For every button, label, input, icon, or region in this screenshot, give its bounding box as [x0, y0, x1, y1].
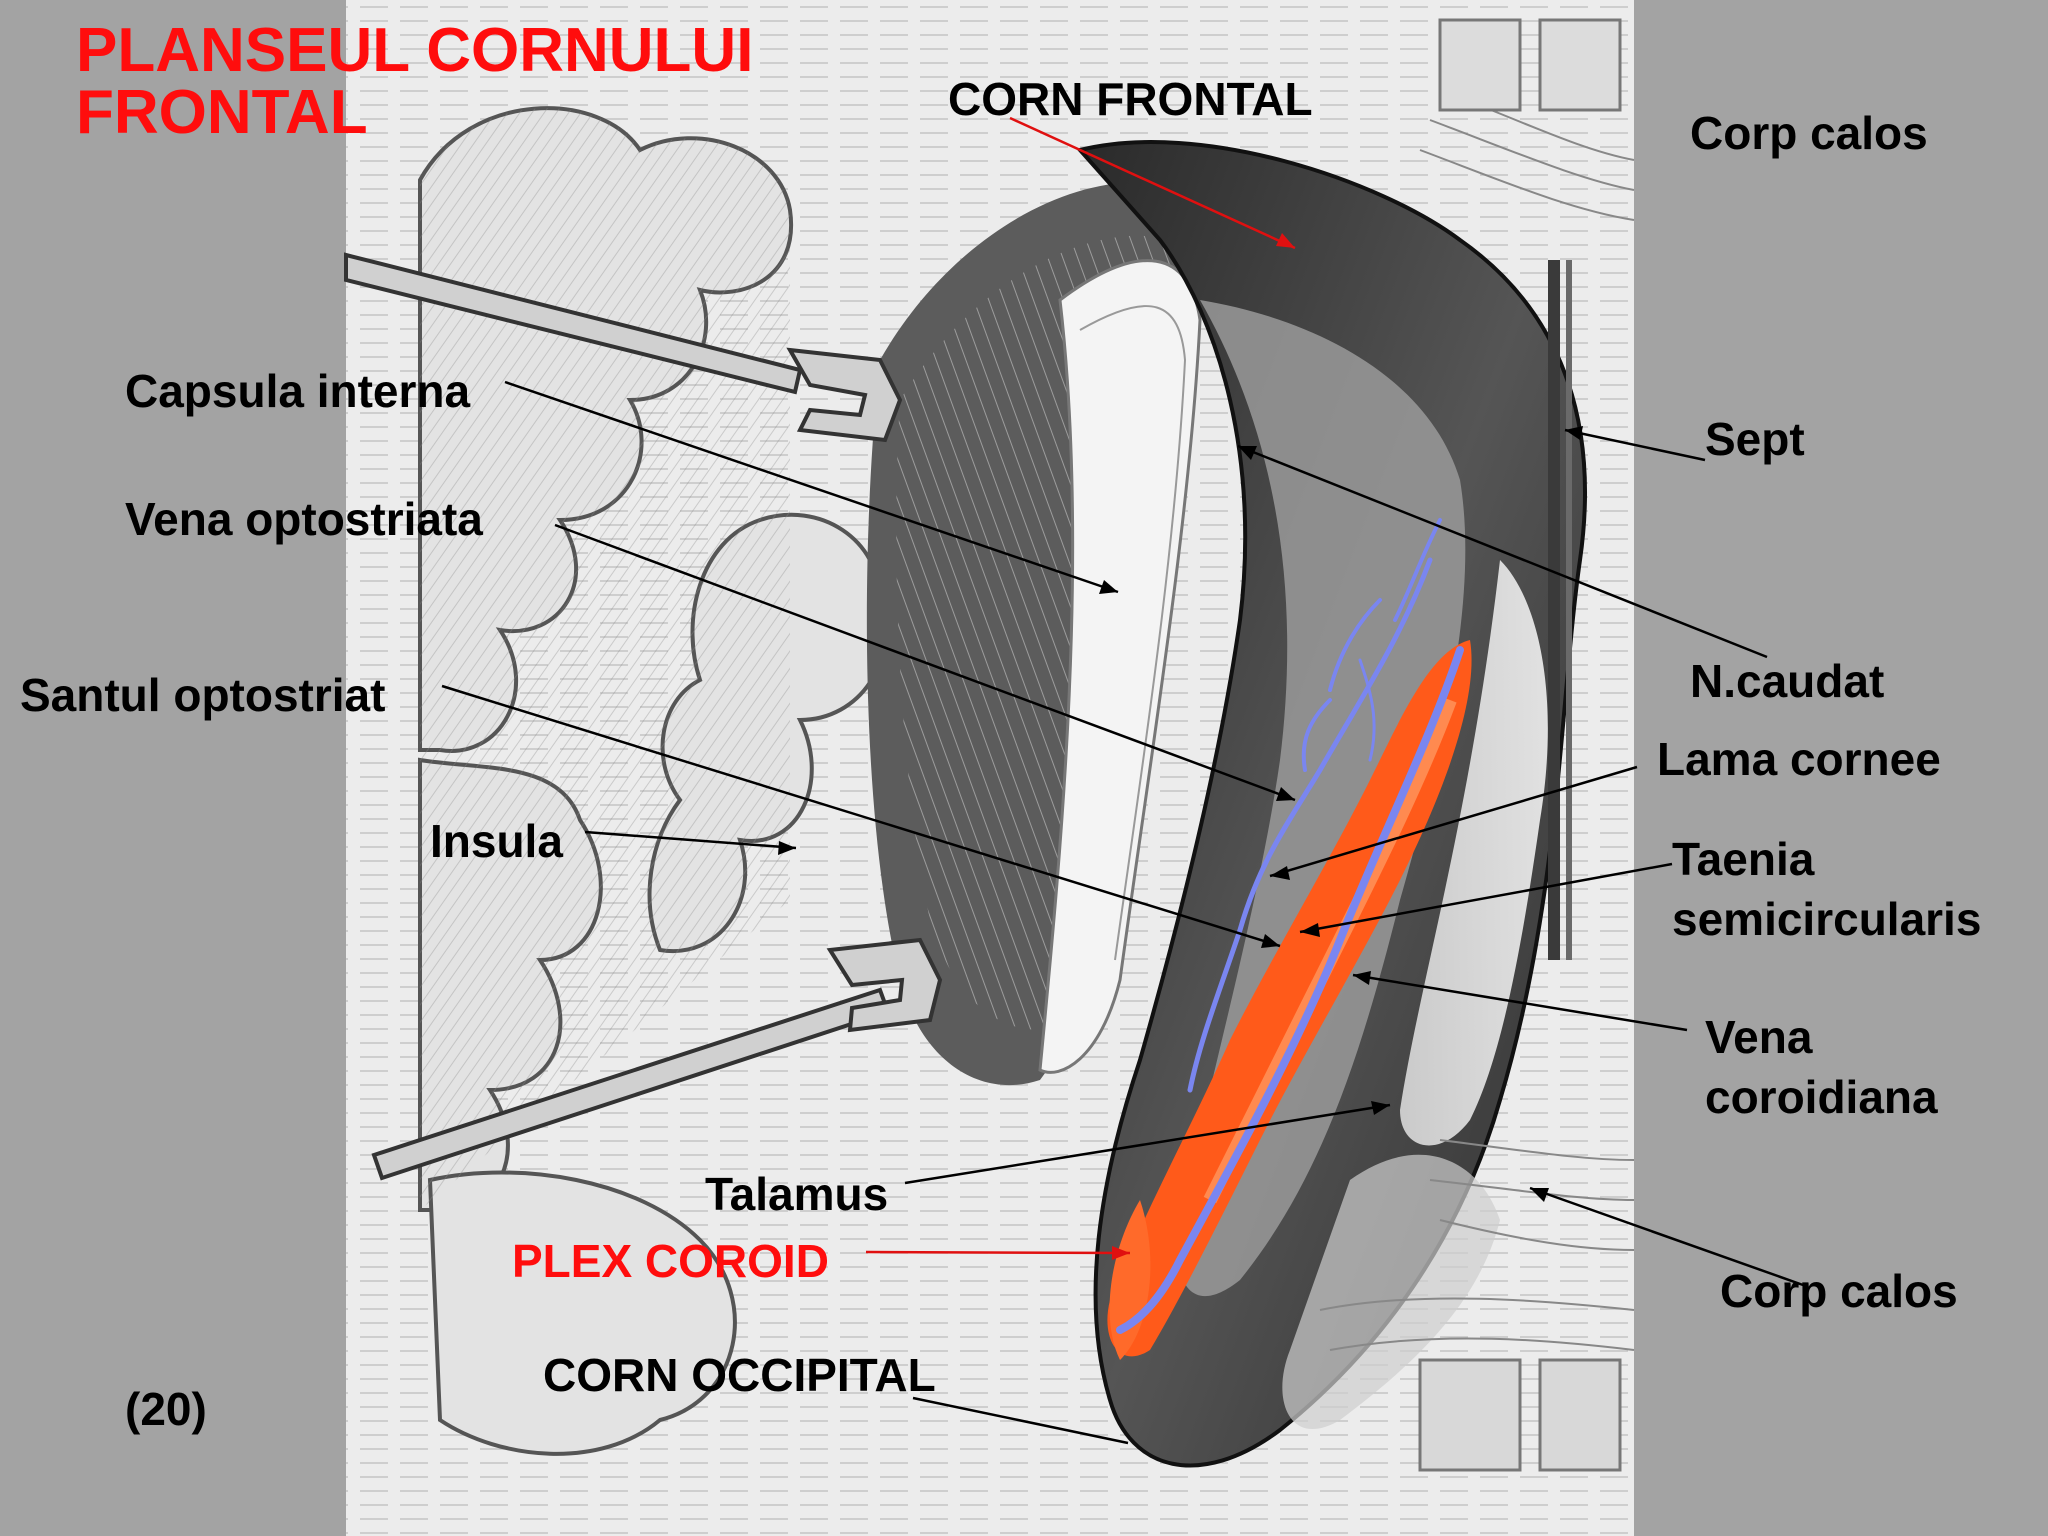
label-vena-coroidiana-line1: Vena [1705, 1011, 1813, 1063]
label-insula: Insula [430, 815, 563, 867]
capsula-interna-region [866, 182, 1202, 1086]
veins [1116, 518, 1464, 1334]
plate-title: PLANSEUL CORNULUI FRONTAL [76, 20, 753, 144]
label-vena-coroidiana-line2: coroidiana [1705, 1071, 1938, 1123]
label-lama-cornee: Lama cornee [1657, 733, 1941, 785]
label-santul-optostriat: Santul optostriat [20, 669, 386, 721]
label-vena-optostriata: Vena optostriata [125, 493, 483, 545]
label-corn-frontal: CORN FRONTAL [948, 73, 1313, 125]
label-taenia-line2: semicircularis [1672, 893, 1982, 945]
corpus-callosum-strands [1319, 89, 1635, 1351]
label-capsula-interna: Capsula interna [125, 365, 471, 417]
plate-title-line1: PLANSEUL CORNULUI [76, 16, 754, 85]
septum [1418, 18, 1622, 1472]
label-corp-calos-top: Corp calos [1690, 107, 1928, 159]
label-talamus: Talamus [705, 1168, 889, 1220]
label-plex-coroid: PLEX COROID [512, 1235, 829, 1287]
arrowheads [778, 426, 1583, 1202]
plate-title-line2: FRONTAL [76, 78, 368, 147]
figure-number: (20) [125, 1383, 207, 1435]
label-sept: Sept [1705, 413, 1805, 465]
leader-lines [441, 380, 1804, 1445]
label-corn-occipital: CORN OCCIPITAL [543, 1349, 936, 1401]
label-taenia-line1: Taenia [1672, 833, 1815, 885]
retractor-upper [344, 252, 903, 443]
label-corp-calos-bottom: Corp calos [1720, 1265, 1958, 1317]
leader-lines-red [865, 116, 1296, 1255]
label-n-caudat: N.caudat [1690, 655, 1885, 707]
retractor-lower [371, 937, 943, 1181]
arrowheads-red [1112, 233, 1295, 1260]
